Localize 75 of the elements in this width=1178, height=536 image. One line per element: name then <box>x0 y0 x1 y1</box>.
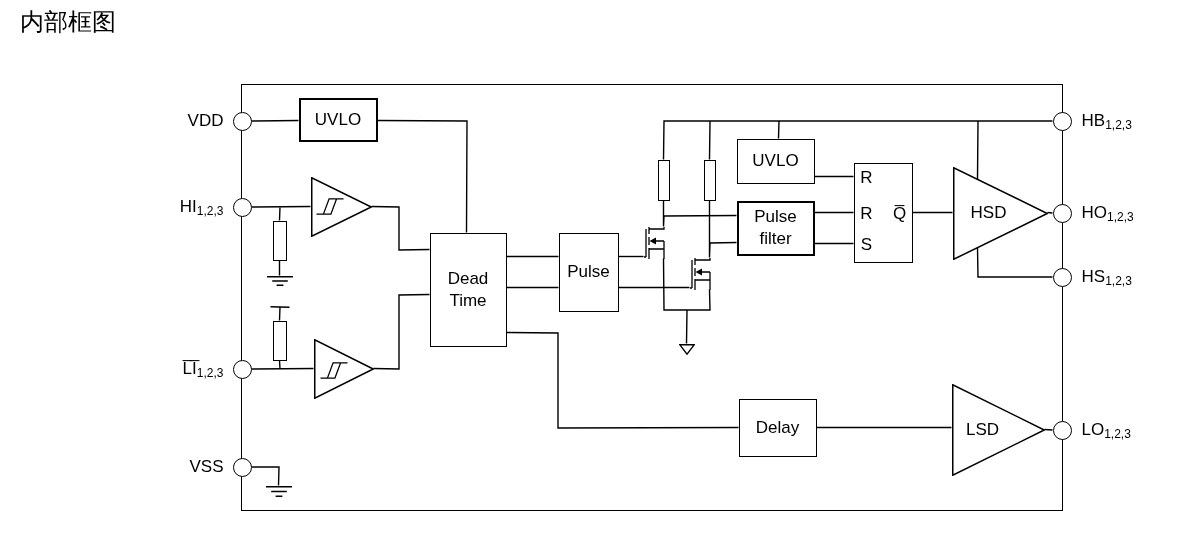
pin-label: VDD <box>187 110 224 132</box>
function-block <box>558 232 619 312</box>
block-label: UVLO <box>752 150 799 172</box>
wire <box>662 120 1054 180</box>
pin-label: HB$_{1,2,3}$ <box>1081 110 1132 132</box>
wire <box>813 175 855 178</box>
ground-symbol <box>265 485 292 497</box>
wire <box>269 305 291 322</box>
wire <box>250 119 300 122</box>
pin-circle <box>1052 203 1072 223</box>
block-label: LSD <box>965 418 1000 441</box>
latch-block <box>853 162 913 263</box>
mosfet-symbol <box>689 257 711 290</box>
function-block <box>298 97 378 142</box>
wire <box>250 466 280 487</box>
resistor-symbol <box>703 159 716 201</box>
resistor-symbol <box>657 159 670 201</box>
pin-circle <box>1052 111 1072 131</box>
function-block <box>738 398 817 457</box>
latch-pin-label: R <box>860 202 873 225</box>
wire <box>370 205 431 251</box>
wire <box>376 119 468 234</box>
pin-circle <box>232 457 252 477</box>
wire <box>372 293 431 370</box>
block-label: UVLO <box>314 108 362 131</box>
latch-pin-label: S <box>860 233 873 256</box>
resistor-symbol <box>272 220 287 261</box>
wire <box>815 426 953 429</box>
wire <box>1046 211 1054 214</box>
buffer-triangle <box>313 338 374 399</box>
latch-pin-label: Q̅ <box>892 202 907 225</box>
driver-triangle <box>951 383 1045 476</box>
ground-symbol <box>266 275 293 286</box>
pin-label: HI$_{1,2,3}$ <box>179 196 224 218</box>
wire <box>250 205 312 222</box>
pin-label: L̅I̅$_{1,2,3}$ <box>182 358 224 380</box>
wire <box>1043 428 1054 431</box>
block-label: Pulse filter <box>753 206 798 250</box>
mosfet-symbol <box>643 226 665 259</box>
pin-label: HO$_{1,2,3}$ <box>1081 202 1134 224</box>
pin-circle <box>232 197 252 217</box>
diagram-title: 内部框图 <box>20 7 116 37</box>
pin-circle <box>1052 420 1072 440</box>
wire <box>708 199 738 259</box>
wire <box>813 242 855 245</box>
wire <box>505 255 560 258</box>
wire <box>505 331 740 429</box>
block-label: Delay <box>755 416 800 439</box>
wire <box>662 199 738 228</box>
driver-triangle <box>952 166 1048 260</box>
pin-label: HS$_{1,2,3}$ <box>1081 266 1132 288</box>
ground-symbol <box>678 343 695 355</box>
pin-circle <box>232 111 252 131</box>
chip-boundary <box>241 84 1063 511</box>
wire <box>617 286 691 289</box>
wire <box>662 257 711 345</box>
block-label: HSD <box>970 202 1007 224</box>
buffer-triangle <box>310 176 372 237</box>
pin-circle <box>232 359 252 379</box>
block-label: Pulse <box>567 261 610 283</box>
latch-pin-label: R <box>860 166 873 189</box>
resistor-symbol <box>272 320 287 361</box>
wire <box>911 211 954 214</box>
pin-label: LO$_{1,2,3}$ <box>1081 419 1131 441</box>
function-block <box>736 138 815 184</box>
wire <box>617 255 645 258</box>
wire <box>813 211 855 214</box>
wire <box>250 359 315 370</box>
pin-circle <box>1052 267 1072 287</box>
block-label: Dead Time <box>446 267 490 312</box>
function-block <box>736 200 815 256</box>
function-block <box>429 232 507 347</box>
wire <box>505 286 560 289</box>
pin-label: VSS <box>189 456 224 478</box>
wire <box>976 246 1054 278</box>
